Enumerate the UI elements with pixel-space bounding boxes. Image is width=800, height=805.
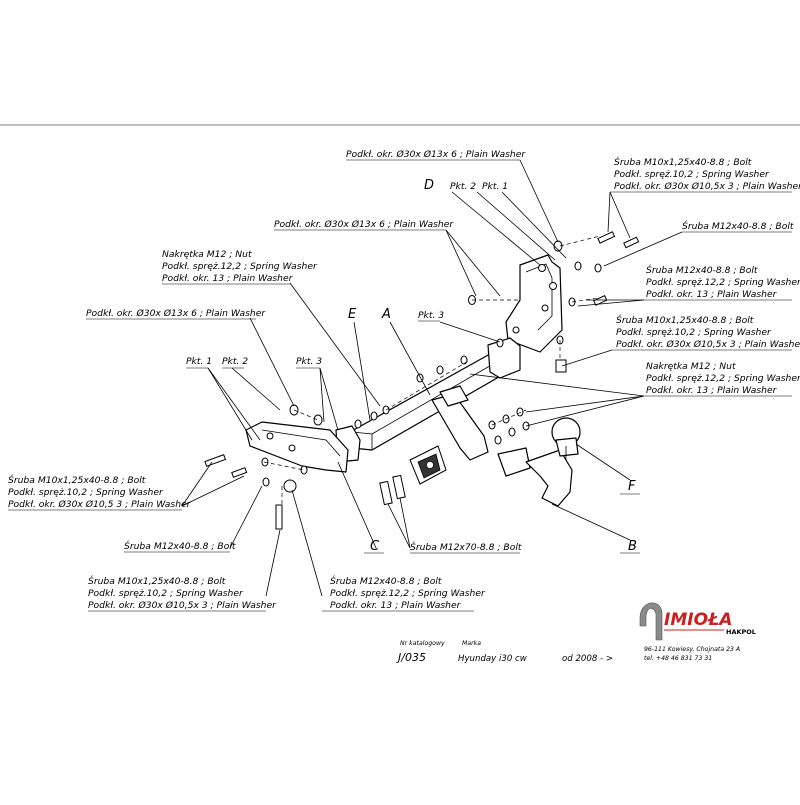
svg-text:Pkt. 3: Pkt. 3 bbox=[418, 310, 444, 321]
svg-text:Pkt. 2: Pkt. 2 bbox=[222, 356, 248, 367]
part-c-plate bbox=[431, 385, 489, 461]
svg-text:E: E bbox=[348, 307, 357, 322]
label-right-group-4: Nakrętka M12 ; Nut Podkł. spręż.12,2 ; S… bbox=[644, 361, 800, 397]
label-right-group-2: Śruba M12x40-8.8 ; Bolt Podkł. spręż.12,… bbox=[644, 264, 800, 301]
hardware-left-side bbox=[204, 404, 406, 530]
svg-text:Śruba M12x40-8.8 ; Bolt: Śruba M12x40-8.8 ; Bolt bbox=[682, 220, 794, 232]
svg-text:Nakrętka M12 ; Nut: Nakrętka M12 ; Nut bbox=[646, 361, 736, 372]
svg-text:Śruba M10x1,25x40-8.8 ; Bolt: Śruba M10x1,25x40-8.8 ; Bolt bbox=[614, 156, 752, 168]
svg-text:D: D bbox=[424, 178, 434, 193]
svg-text:Śruba M12x70-8.8 ; Bolt: Śruba M12x70-8.8 ; Bolt bbox=[410, 541, 522, 553]
svg-text:od 2008 - >: od 2008 - > bbox=[562, 654, 613, 664]
svg-text:Podkł. okr. Ø30x Ø13x 6 ; Plai: Podkł. okr. Ø30x Ø13x 6 ; Plain Washer bbox=[274, 219, 454, 230]
label-top-washer: Podkł. okr. Ø30x Ø13x 6 ; Plain Washer bbox=[346, 149, 526, 161]
svg-text:Pkt. 1: Pkt. 1 bbox=[482, 181, 508, 192]
label-nut-group: Nakrętka M12 ; Nut Podkł. spręż.12,2 ; S… bbox=[162, 249, 318, 285]
svg-text:Śruba M12x40-8.8 ; Bolt: Śruba M12x40-8.8 ; Bolt bbox=[330, 575, 442, 587]
label-top-right-bolt-group: Śruba M10x1,25x40-8.8 ; Bolt Podkł. sprę… bbox=[610, 156, 800, 193]
svg-text:96-111 Kowiesy, Chojnata 23 A: 96-111 Kowiesy, Chojnata 23 A bbox=[644, 645, 740, 653]
label-left-bolt-group: Śruba M10x1,25x40-8.8 ; Bolt Podkł. sprę… bbox=[8, 474, 192, 511]
svg-text:A: A bbox=[381, 307, 391, 322]
svg-text:Podkł. okr. Ø30x Ø10,5 3 ; Pl: Podkł. okr. Ø30x Ø10,5 3 ; Plain Washer bbox=[8, 499, 192, 510]
svg-text:Podkł. okr. 13 ; Plain Washer: Podkł. okr. 13 ; Plain Washer bbox=[646, 385, 778, 396]
svg-text:Podkł. spręż.12,2 ; Spring Was: Podkł. spręż.12,2 ; Spring Washer bbox=[646, 373, 800, 384]
svg-text:Pkt. 3: Pkt. 3 bbox=[296, 356, 322, 367]
label-mid-washer: Podkł. okr. Ø30x Ø13x 6 ; Plain Washer bbox=[274, 219, 454, 231]
svg-text:Śruba M10x1,25x40-8.8 ; Bolt: Śruba M10x1,25x40-8.8 ; Bolt bbox=[88, 575, 226, 587]
footer-catalog: Nr katalogowy J/035 bbox=[396, 639, 445, 664]
label-m12x70-bolt: Śruba M12x70-8.8 ; Bolt bbox=[410, 541, 522, 554]
part-d-bracket bbox=[505, 254, 563, 353]
label-point-3-mid: Pkt. 3 bbox=[418, 310, 444, 322]
label-left-m12-bolt: Śruba M12x40-8.8 ; Bolt bbox=[124, 540, 236, 553]
svg-text:tel. +48 46 831 73 31: tel. +48 46 831 73 31 bbox=[644, 654, 712, 662]
label-part-b: B bbox=[620, 539, 640, 554]
svg-text:Podkł. okr. Ø30x Ø10,5x 3 ; P: Podkł. okr. Ø30x Ø10,5x 3 ; Plain Washer bbox=[88, 600, 277, 611]
svg-text:Nr katalogowy: Nr katalogowy bbox=[400, 639, 445, 647]
svg-text:Śruba M10x1,25x40-8.8 ; Bolt: Śruba M10x1,25x40-8.8 ; Bolt bbox=[616, 314, 754, 326]
imiola-logo: IMIOŁA HAKPOL bbox=[639, 602, 756, 641]
svg-text:J/035: J/035 bbox=[396, 651, 426, 664]
svg-text:Śruba M12x40-8.8 ; Bolt: Śruba M12x40-8.8 ; Bolt bbox=[124, 540, 236, 552]
svg-text:Podkł. spręż.12,2 ; Spring Was: Podkł. spręż.12,2 ; Spring Washer bbox=[646, 277, 800, 288]
svg-text:Podkł. spręż.10,2 ; Spring Was: Podkł. spręż.10,2 ; Spring Washer bbox=[8, 487, 164, 498]
svg-text:Podkł. spręż.10,2 ; Spring Was: Podkł. spręż.10,2 ; Spring Washer bbox=[616, 327, 772, 338]
label-points-left: Pkt. 1 Pkt. 2 Pkt. 3 bbox=[186, 356, 322, 369]
svg-text:Podkł. spręż.12,2 ; Spring Was: Podkł. spręż.12,2 ; Spring Washer bbox=[330, 588, 486, 599]
label-points-top: Pkt. 2 Pkt. 1 bbox=[450, 181, 508, 192]
svg-text:Marka: Marka bbox=[462, 640, 481, 647]
svg-text:Podkł. spręż.12,2 ; Spring Was: Podkł. spręż.12,2 ; Spring Washer bbox=[162, 261, 318, 272]
hook-logo-icon bbox=[639, 602, 663, 641]
svg-text:HAKPOL: HAKPOL bbox=[726, 628, 756, 636]
label-right-m12-bolt: Śruba M12x40-8.8 ; Bolt bbox=[682, 220, 794, 233]
label-part-d: D bbox=[424, 178, 434, 193]
svg-text:Hyunday i30 cw: Hyunday i30 cw bbox=[458, 654, 528, 664]
svg-text:Śruba M10x1,25x40-8.8 ; Bolt: Śruba M10x1,25x40-8.8 ; Bolt bbox=[8, 474, 146, 486]
hardware-top-right bbox=[468, 231, 640, 373]
label-part-c: C bbox=[364, 539, 384, 554]
label-left-washer: Podkł. okr. Ø30x Ø13x 6 ; Plain Washer bbox=[86, 308, 266, 320]
svg-text:Pkt. 1: Pkt. 1 bbox=[186, 356, 212, 367]
part-e-bracket bbox=[245, 421, 349, 473]
part-a-crossbar bbox=[335, 337, 521, 463]
label-right-group-3: Śruba M10x1,25x40-8.8 ; Bolt Podkł. sprę… bbox=[612, 314, 800, 351]
part-b-towball bbox=[497, 417, 581, 507]
svg-text:IMIOŁA: IMIOŁA bbox=[664, 610, 732, 630]
svg-text:B: B bbox=[628, 539, 637, 554]
svg-text:Podkł. okr. Ø30x Ø13x 6 ; Pla: Podkł. okr. Ø30x Ø13x 6 ; Plain Washer bbox=[346, 149, 526, 160]
svg-text:Podkł. okr. 13 ; Plain Washer: Podkł. okr. 13 ; Plain Washer bbox=[646, 289, 778, 300]
svg-text:F: F bbox=[628, 479, 636, 494]
svg-text:Podkł. okr. Ø30x Ø10,5x 3 ; P: Podkł. okr. Ø30x Ø10,5x 3 ; Plain Washer bbox=[616, 339, 800, 350]
svg-text:Pkt. 2: Pkt. 2 bbox=[450, 181, 476, 192]
svg-text:Podkł. spręż.10,2 ; Spring Was: Podkł. spręż.10,2 ; Spring Washer bbox=[614, 169, 770, 180]
svg-text:C: C bbox=[370, 539, 380, 554]
svg-text:Śruba M12x40-8.8 ; Bolt: Śruba M12x40-8.8 ; Bolt bbox=[646, 264, 758, 276]
svg-text:Podkł. okr. Ø30x Ø10,5x 3 ; P: Podkł. okr. Ø30x Ø10,5x 3 ; Plain Washer bbox=[614, 181, 800, 192]
label-bottom-center-group: Śruba M12x40-8.8 ; Bolt Podkł. spręż.12,… bbox=[322, 575, 486, 612]
hardware-right-side bbox=[488, 407, 530, 445]
assembly-lines bbox=[263, 235, 601, 505]
socket-plate bbox=[409, 445, 447, 485]
label-part-f: F bbox=[620, 479, 640, 495]
footer-address: 96-111 Kowiesy, Chojnata 23 A tel. +48 4… bbox=[644, 645, 740, 662]
svg-text:Podkł. spręż.10,2 ; Spring Was: Podkł. spręż.10,2 ; Spring Washer bbox=[88, 588, 244, 599]
svg-text:Nakrętka M12 ; Nut: Nakrętka M12 ; Nut bbox=[162, 249, 252, 260]
svg-text:Podkł. okr. 13 ; Plain Washer: Podkł. okr. 13 ; Plain Washer bbox=[330, 600, 462, 611]
label-part-e: E bbox=[348, 307, 357, 322]
footer-year: od 2008 - > bbox=[562, 654, 613, 664]
label-bottom-left-group: Śruba M10x1,25x40-8.8 ; Bolt Podkł. sprę… bbox=[88, 575, 277, 612]
svg-text:Podkł. okr. 13 ; Plain Washer: Podkł. okr. 13 ; Plain Washer bbox=[162, 273, 294, 284]
leader-lines bbox=[181, 159, 683, 597]
svg-text:Podkł. okr. Ø30x Ø13x 6 ; Pla: Podkł. okr. Ø30x Ø13x 6 ; Plain Washer bbox=[86, 308, 266, 319]
footer-brand: Marka Hyunday i30 cw bbox=[458, 640, 528, 664]
label-part-a: A bbox=[381, 307, 391, 322]
